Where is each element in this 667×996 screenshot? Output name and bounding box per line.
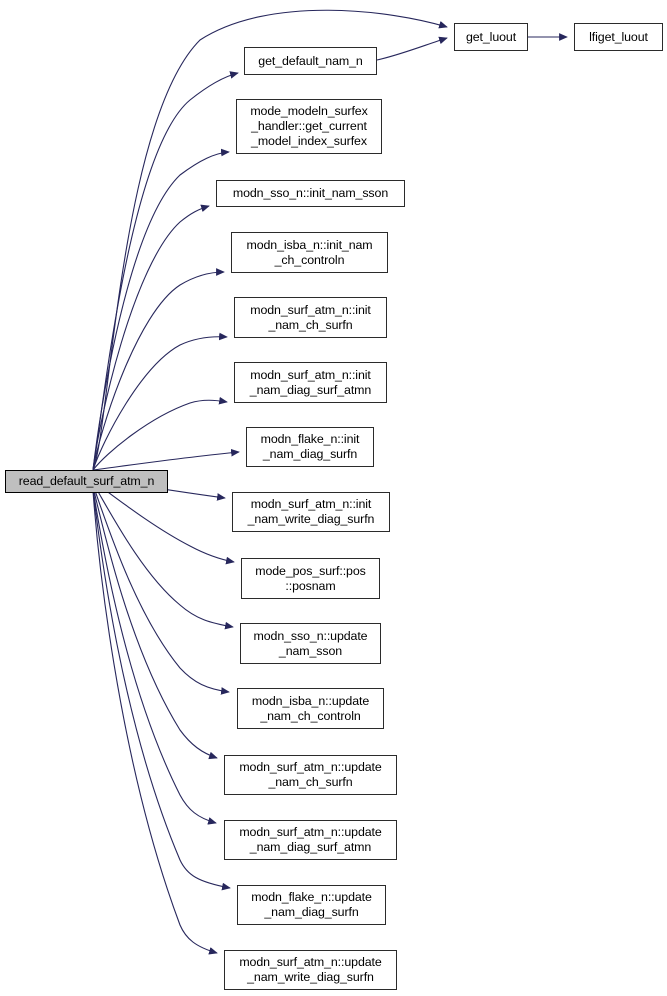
graph-edge (92, 448, 240, 471)
graph-node-modn_sso_n_update_nam_sson[interactable]: modn_sso_n::update _nam_sson (240, 623, 381, 664)
graph-node-modn_sso_n_init_nam_sson[interactable]: modn_sso_n::init_nam_sson (216, 180, 405, 207)
graph-node-label: lfiget_luout (589, 29, 648, 44)
graph-node-label: get_default_nam_n (258, 53, 363, 68)
graph-node-modn_isba_n_update_nam_ch_controln[interactable]: modn_isba_n::update _nam_ch_controln (237, 688, 384, 729)
graph-edge (92, 268, 225, 471)
graph-node-modn_flake_n_init_nam_diag_surfn[interactable]: modn_flake_n::init _nam_diag_surfn (246, 427, 374, 467)
graph-node-label: get_luout (465, 29, 517, 44)
graph-edge (92, 71, 239, 471)
graph-node-modn_surf_atm_n_init_nam_ch_surfn[interactable]: modn_surf_atm_n::init _nam_ch_surfn (234, 297, 387, 338)
graph-node-label: modn_isba_n::init_nam _ch_controln (246, 237, 373, 267)
graph-edge (92, 482, 234, 630)
graph-edge (92, 148, 230, 471)
graph-node-modn_surf_atm_n_update_nam_ch_surfn[interactable]: modn_surf_atm_n::update _nam_ch_surfn (224, 755, 397, 795)
graph-node-lfiget_luout[interactable]: lfiget_luout (574, 23, 663, 51)
graph-node-label: read_default_surf_atm_n (18, 474, 155, 488)
graph-node-label: modn_surf_atm_n::update _nam_write_diag_… (239, 955, 382, 984)
graph-edge (92, 480, 235, 565)
graph-edge (92, 484, 230, 695)
graph-node-label: modn_surf_atm_n::init _nam_ch_surfn (250, 302, 371, 332)
graph-edge (92, 490, 218, 955)
graph-node-label: mode_modeln_surfex _handler::get_current… (250, 104, 368, 148)
graph-node-modn_isba_n_init_nam_ch_controln[interactable]: modn_isba_n::init_nam _ch_controln (231, 232, 388, 273)
graph-node-label: modn_sso_n::init_nam_sson (232, 186, 389, 200)
graph-node-mode_modeln_surfex_handler_get_current_model_index_surfex[interactable]: mode_modeln_surfex _handler::get_current… (236, 99, 382, 154)
graph-node-mode_pos_surf_pos_posnam[interactable]: mode_pos_surf::pos ::posnam (241, 558, 380, 599)
graph-edge (92, 488, 217, 825)
graph-node-label: modn_flake_n::init _nam_diag_surfn (260, 432, 360, 461)
graph-edge (376, 36, 448, 61)
graph-node-label: modn_isba_n::update _nam_ch_controln (251, 693, 370, 723)
graph-node-get_luout[interactable]: get_luout (454, 23, 528, 51)
graph-node-label: modn_surf_atm_n::init _nam_write_diag_su… (247, 497, 375, 526)
graph-node-modn_surf_atm_n_update_nam_diag_surf_atmn[interactable]: modn_surf_atm_n::update _nam_diag_surf_a… (224, 820, 397, 860)
graph-node-label: modn_surf_atm_n::init _nam_diag_surf_atm… (249, 367, 372, 397)
graph-node-label: modn_sso_n::update _nam_sson (253, 628, 368, 658)
graph-node-label: modn_flake_n::update _nam_diag_surfn (251, 890, 372, 919)
graph-node-modn_surf_atm_n_update_nam_write_diag_surfn[interactable]: modn_surf_atm_n::update _nam_write_diag_… (224, 950, 397, 990)
graph-node-label: mode_pos_surf::pos ::posnam (255, 563, 366, 593)
graph-node-modn_flake_n_update_nam_diag_surfn[interactable]: modn_flake_n::update _nam_diag_surfn (237, 885, 386, 925)
graph-node-modn_surf_atm_n_init_nam_diag_surf_atmn[interactable]: modn_surf_atm_n::init _nam_diag_surf_atm… (234, 362, 387, 403)
graph-node-get_default_nam_n[interactable]: get_default_nam_n (244, 47, 377, 75)
graph-node-label: modn_surf_atm_n::update _nam_diag_surf_a… (239, 825, 382, 854)
graph-edge (92, 204, 210, 471)
graph-node-modn_surf_atm_n_init_nam_write_diag_surfn[interactable]: modn_surf_atm_n::init _nam_write_diag_su… (232, 492, 390, 532)
graph-edge (92, 486, 218, 760)
graph-edge (92, 396, 228, 471)
graph-edge (92, 332, 228, 471)
graph-edge (92, 489, 231, 891)
graph-node-read_default_surf_atm_n[interactable]: read_default_surf_atm_n (5, 470, 168, 493)
graph-node-label: modn_surf_atm_n::update _nam_ch_surfn (239, 760, 382, 789)
